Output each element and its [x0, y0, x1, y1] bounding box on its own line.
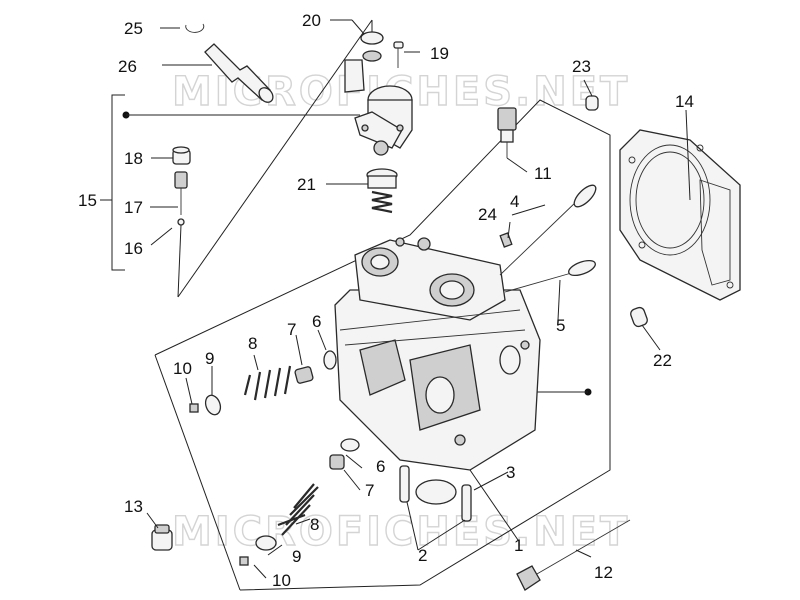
- plug-part: [151, 524, 173, 551]
- callout-13: 13: [124, 497, 143, 516]
- thermostat-housing-part: [344, 59, 413, 156]
- callout-18: 18: [124, 149, 143, 168]
- thermostat-part: [366, 168, 398, 214]
- stud-part: [499, 232, 513, 248]
- callout-1: 1: [514, 536, 523, 555]
- head-gasket-part: [619, 129, 741, 301]
- callout-17: 17: [124, 198, 143, 217]
- long-bolt-part: [516, 519, 631, 591]
- callout-8-lower: 8: [310, 515, 319, 534]
- callout-19: 19: [430, 44, 449, 63]
- callout-26: 26: [118, 57, 137, 76]
- callout-4: 4: [510, 192, 519, 211]
- dowel-right-part: [630, 306, 648, 328]
- callout-16: 16: [124, 239, 143, 258]
- callout-14: 14: [675, 92, 694, 111]
- sensor-probe-part: [174, 171, 188, 226]
- callout-23: 23: [572, 57, 591, 76]
- callout-6-upper: 6: [312, 312, 321, 331]
- callout-22: 22: [653, 351, 672, 370]
- callout-15: 15: [78, 191, 97, 210]
- bolt-part: [393, 41, 404, 68]
- exhaust-valve-part: [499, 184, 597, 276]
- callout-10-lower: 10: [272, 571, 291, 590]
- hose-part: [204, 43, 274, 103]
- callout-7-upper: 7: [287, 320, 296, 339]
- callout-10-upper: 10: [173, 359, 192, 378]
- circlip-part: [185, 23, 205, 33]
- callout-12: 12: [594, 563, 613, 582]
- cotter-upper: [189, 403, 199, 413]
- cylinder-head-part: [334, 237, 541, 471]
- callout-3: 3: [506, 463, 515, 482]
- sensor-cap-part: [172, 146, 191, 165]
- valve-train-upper: [189, 350, 337, 416]
- valve-train-lower: [239, 438, 360, 566]
- callout-25: 25: [124, 19, 143, 38]
- dowel-top-part: [585, 95, 599, 111]
- watermark-bottom: MICROFICHES.NET: [172, 509, 630, 555]
- callout-11: 11: [534, 164, 552, 183]
- clip-part: [360, 31, 384, 62]
- leader-lines: [146, 19, 691, 579]
- callout-8-upper: 8: [248, 334, 257, 353]
- callout-6-lower: 6: [376, 457, 385, 476]
- callout-9-upper: 9: [205, 349, 214, 368]
- intake-valve-part: [504, 259, 596, 293]
- callout-9-lower: 9: [292, 547, 301, 566]
- callout-2: 2: [418, 546, 427, 565]
- callout-labels: 1 2 3 4 5 6 6 7 7 8 8 9 9 10 10 11 12 13…: [78, 11, 694, 590]
- pins-part: [399, 465, 472, 522]
- temperature-sensor-part: [497, 107, 517, 158]
- callout-7-lower: 7: [365, 481, 374, 500]
- callout-21: 21: [297, 175, 316, 194]
- callout-20: 20: [302, 11, 321, 30]
- callout-24: 24: [478, 205, 497, 224]
- callout-5: 5: [556, 316, 565, 335]
- assembly-frames: [100, 19, 611, 591]
